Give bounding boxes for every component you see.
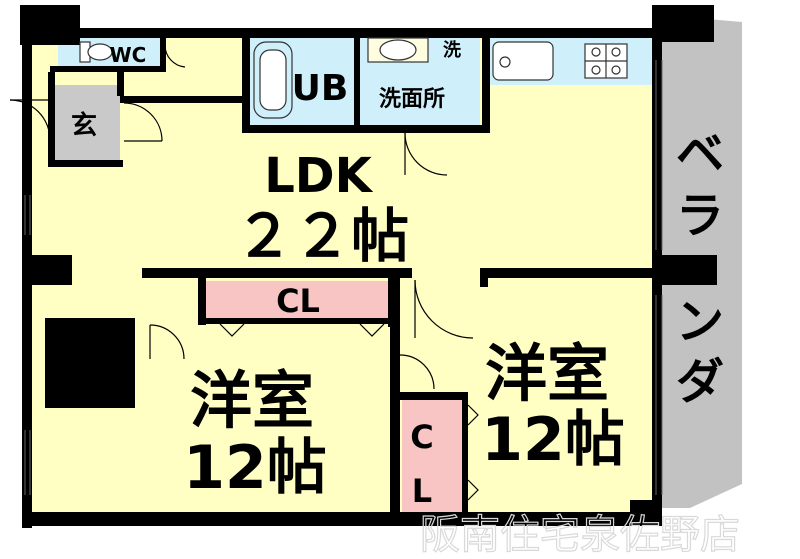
bathtub-icon (253, 41, 293, 119)
balcony-char-2: ラ (676, 188, 724, 244)
windows (24, 60, 663, 495)
bedroom-left-size-label: 12帖 (183, 433, 327, 503)
sink-icon (492, 41, 554, 81)
toilet-icon (79, 41, 113, 63)
ldk-size-label: ２２帖 (235, 202, 409, 270)
labels: WC 玄 UB 洗 洗面所 LDK ２２帖 CL 洋室 12帖 洋室 12帖 C… (71, 39, 724, 510)
bedroom-left-name-label: 洋室 (190, 364, 314, 437)
closet-top-floor (205, 281, 392, 321)
walls (20, 5, 717, 528)
closet-small-c-label: C (410, 418, 433, 456)
balcony-char-4: ダ (676, 354, 724, 410)
entrance-floor (55, 85, 120, 163)
closet-small-floor (402, 400, 462, 515)
closet-small-l-label: L (412, 472, 432, 510)
fixtures (79, 37, 628, 119)
balcony-char-3: ン (676, 294, 724, 350)
balcony-char-1: ベ (676, 126, 724, 182)
washroom-label: 洗面所 (379, 87, 445, 112)
stove-icon (584, 43, 628, 79)
entrance-label: 玄 (71, 110, 97, 141)
wc-label: WC (110, 43, 147, 67)
washbasin-icon (367, 37, 429, 63)
washer-label: 洗 (443, 39, 461, 61)
ldk-name-label: LDK (264, 148, 373, 204)
bedroom-right-name-label: 洋室 (485, 337, 609, 410)
watermark: 阪南住宅泉佐野店 (420, 512, 740, 558)
doors (9, 44, 479, 501)
unit-bath-label: UB (292, 68, 349, 109)
closet-top-label: CL (276, 282, 320, 320)
bedroom-right-size-label: 12帖 (481, 405, 625, 475)
